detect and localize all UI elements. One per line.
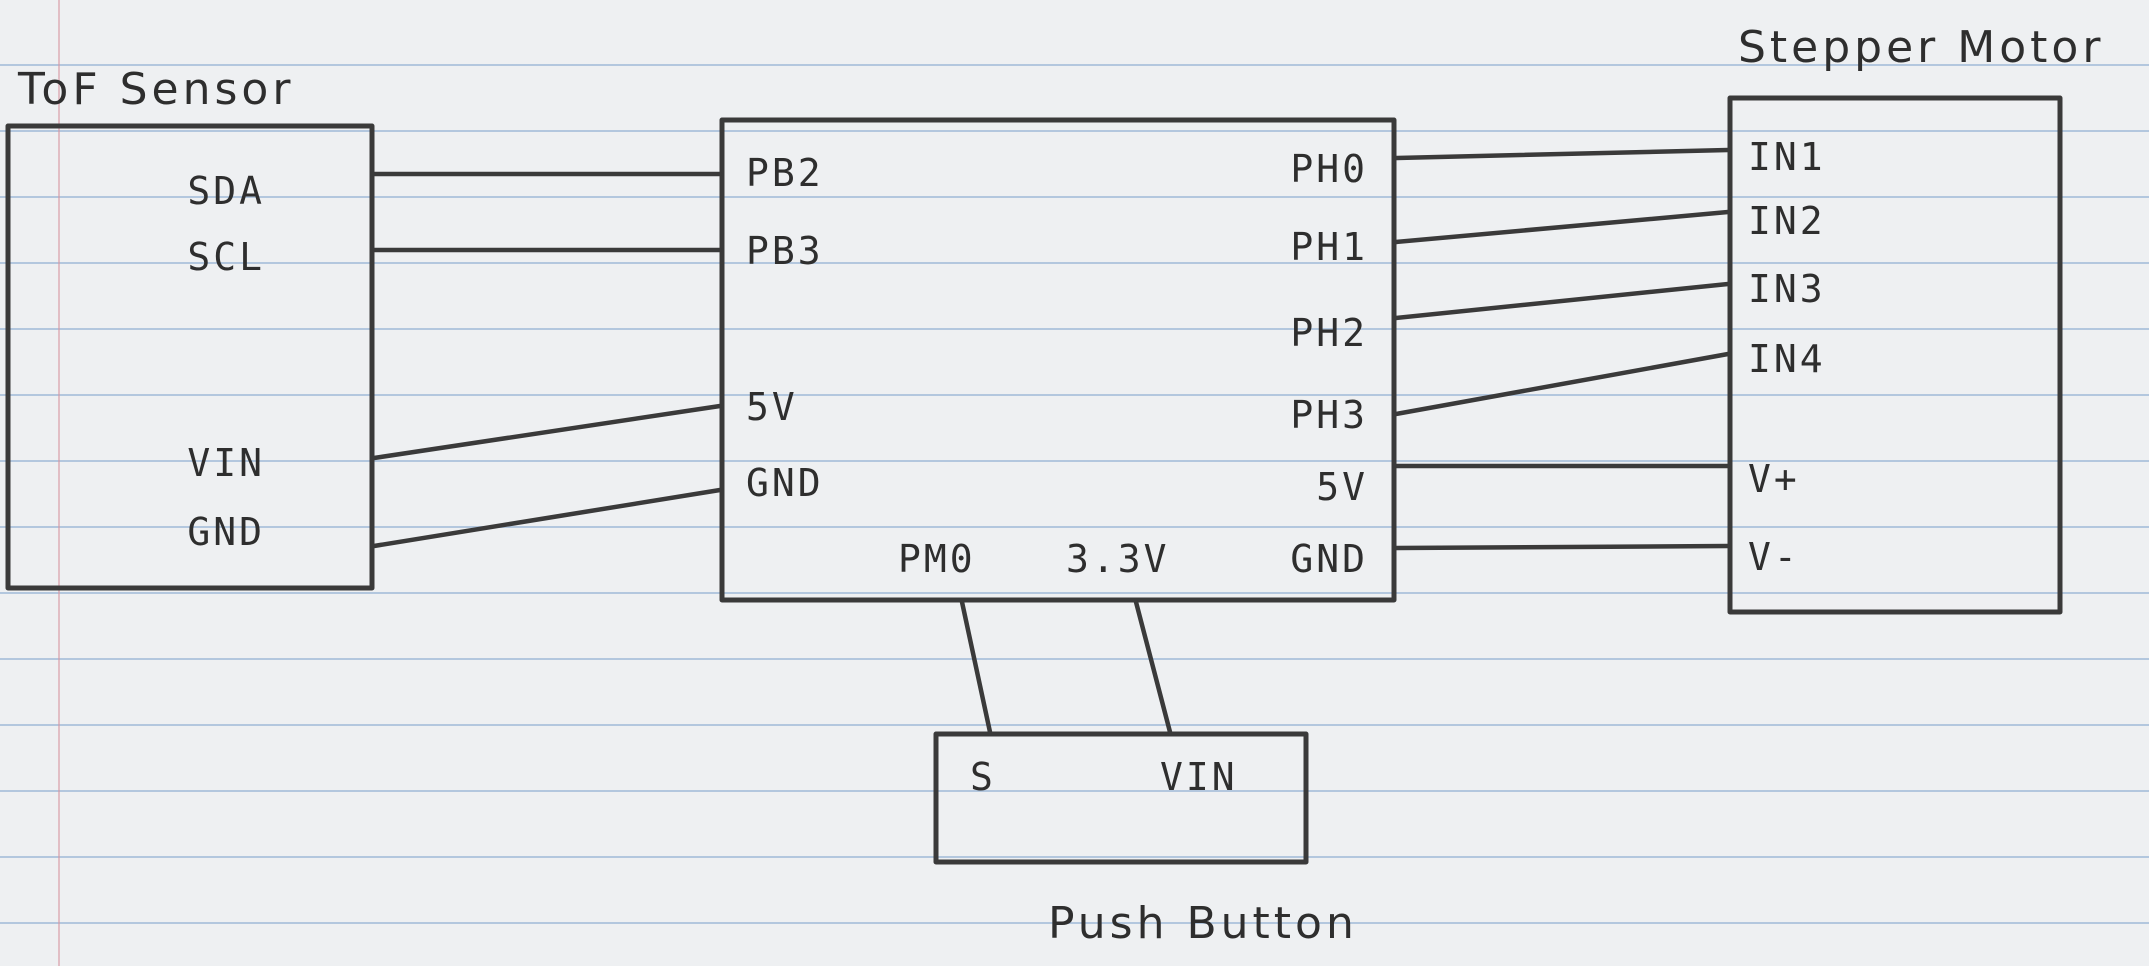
mcu-pin-5v-left: 5V: [746, 385, 798, 429]
button-pin-s: S: [970, 755, 996, 799]
tof-pin-vin: VIN: [187, 441, 265, 485]
motor-pin-in2: IN2: [1748, 199, 1826, 243]
wire-gnd-gnd: [371, 487, 723, 549]
microcontroller-box: [719, 117, 1397, 603]
tof-pin-gnd: GND: [187, 510, 265, 554]
button-pin-vin: VIN: [1160, 755, 1238, 799]
mcu-pin-pm0: PM0: [898, 537, 976, 581]
wire-3v3-vin: [1133, 599, 1173, 735]
push-button-title: Push Button: [1048, 898, 1358, 949]
mcu-pin-gnd-left: GND: [746, 461, 824, 505]
motor-pin-vplus: V+: [1748, 457, 1800, 501]
tof-pin-sda: SDA: [187, 169, 265, 213]
stepper-motor: Stepper Motor IN1 IN2 IN3 IN4 V+ V-: [1727, 22, 2104, 615]
stepper-motor-title: Stepper Motor: [1738, 22, 2104, 73]
wire-ph0-in1: [1393, 147, 1731, 161]
wires: [371, 147, 1731, 735]
motor-pin-in3: IN3: [1748, 267, 1826, 311]
push-button-box: [933, 731, 1309, 865]
tof-sensor-title: ToF Sensor: [17, 64, 294, 115]
tof-sensor-box: [5, 123, 375, 591]
mcu-pin-gnd-right: GND: [1290, 537, 1368, 581]
mcu-pin-ph3: PH3: [1290, 393, 1368, 437]
mcu-pin-ph0: PH0: [1290, 147, 1368, 191]
mcu-pin-3v3: 3.3V: [1066, 537, 1170, 581]
mcu-pin-ph1: PH1: [1290, 225, 1368, 269]
wire-ph1-in2: [1393, 209, 1731, 245]
wire-pm0-s: [959, 599, 993, 735]
mcu-pin-5v-right: 5V: [1316, 465, 1368, 509]
microcontroller: PB2 PB3 5V GND PH0 PH1 PH2 PH3 5V GND PM…: [719, 117, 1397, 603]
tof-pin-scl: SCL: [187, 235, 265, 279]
wire-vin-5v: [371, 403, 723, 461]
motor-pin-in4: IN4: [1748, 337, 1826, 381]
motor-pin-in1: IN1: [1748, 135, 1826, 179]
tof-sensor: ToF Sensor SDA SCL VIN GND: [5, 64, 375, 591]
margin-line: [58, 0, 60, 966]
mcu-pin-pb2: PB2: [746, 151, 824, 195]
wire-ph2-in3: [1393, 281, 1731, 321]
push-button: S VIN Push Button: [933, 731, 1358, 949]
wire-gnd-vminus: [1393, 543, 1731, 551]
mcu-pin-pb3: PB3: [746, 229, 824, 273]
motor-pin-vminus: V-: [1748, 535, 1800, 579]
mcu-pin-ph2: PH2: [1290, 311, 1368, 355]
wire-ph3-in4: [1393, 351, 1731, 417]
